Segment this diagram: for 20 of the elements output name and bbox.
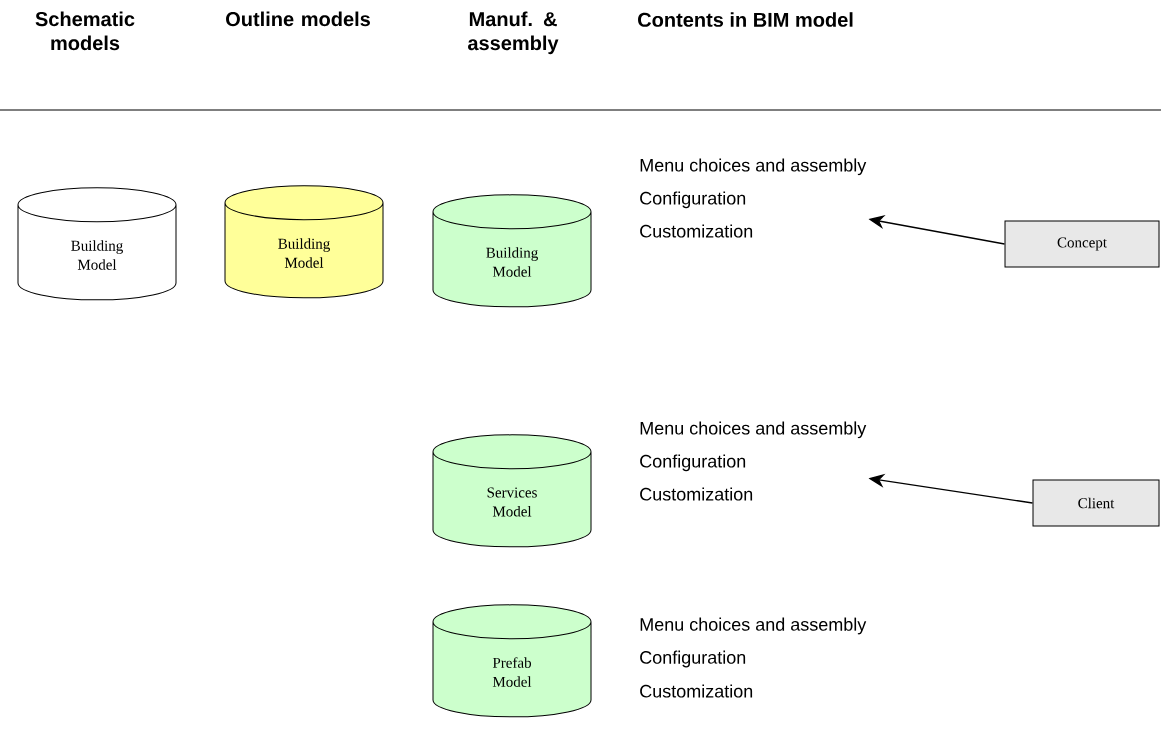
column-heading: Manuf. & assembly (468, 11, 559, 55)
list-item: Configuration (640, 191, 746, 209)
column-heading: Contents in BIM model (638, 12, 853, 27)
cylinder: Services Model (432, 434, 592, 548)
process-box: Client (1032, 479, 1160, 527)
list-item: Customization (640, 224, 753, 238)
column-heading: Outline models (226, 11, 370, 27)
cylinder: Building Model (17, 187, 177, 301)
list-item: Menu choices and assembly (640, 617, 867, 635)
column-heading: Schematic models (35, 11, 135, 51)
list-item: Customization (640, 487, 753, 501)
list-item: Menu choices and assembly (640, 421, 867, 439)
list-item: Configuration (640, 454, 746, 472)
cylinder: Building Model (432, 194, 592, 308)
process-box: Concept (1004, 220, 1160, 268)
list-item: Menu choices and assembly (640, 158, 867, 176)
list-item: Configuration (640, 650, 746, 668)
list-item: Customization (640, 684, 753, 698)
cylinder: Building Model (224, 185, 384, 299)
cylinder: Prefab Model (432, 604, 592, 718)
